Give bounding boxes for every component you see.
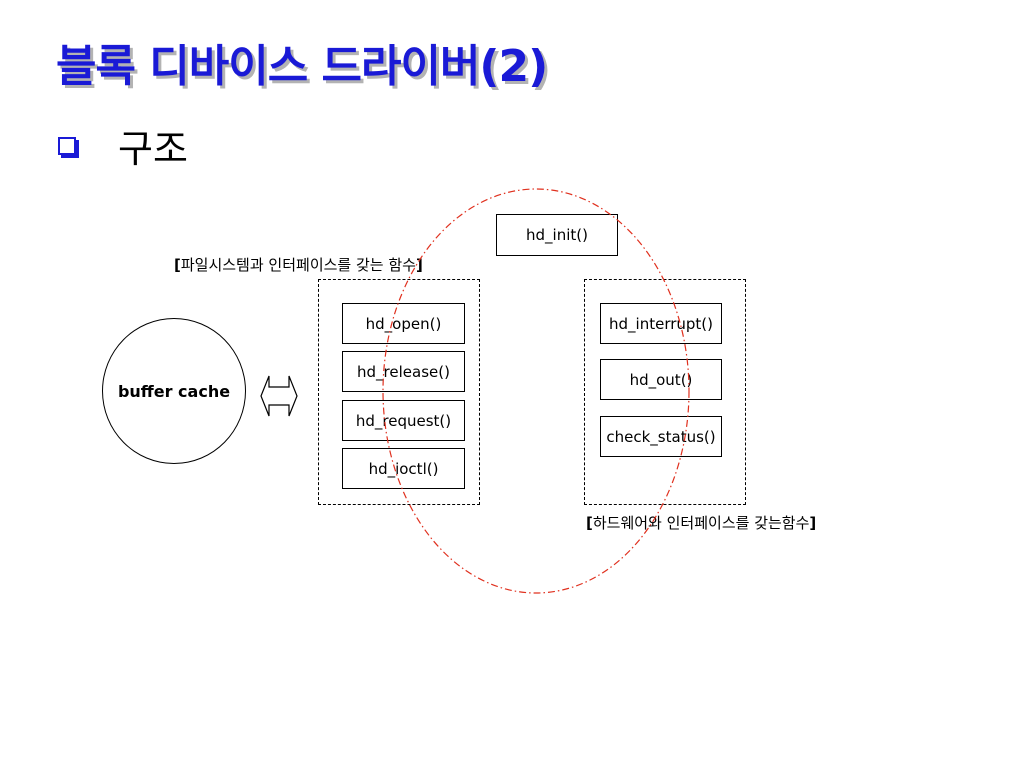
bidirectional-arrow-icon	[260, 375, 298, 417]
fn-hd-ioctl: hd_ioctl()	[342, 448, 465, 489]
fn-hd-request: hd_request()	[342, 400, 465, 441]
bullet-text: 구조	[118, 127, 188, 171]
fs-functions-group	[318, 279, 480, 505]
slide-title: 블록 디바이스 드라이버(2)	[56, 41, 548, 92]
fn-hd-out: hd_out()	[600, 359, 722, 400]
fn-check-status: check_status()	[600, 416, 722, 457]
fn-hd-interrupt: hd_interrupt()	[600, 303, 722, 344]
fn-hd-init: hd_init()	[496, 214, 618, 256]
hw-functions-group	[584, 279, 746, 505]
fs-interface-label: [파일시스템과 인터페이스를 갖는 함수]	[174, 256, 423, 274]
fn-hd-open: hd_open()	[342, 303, 465, 344]
buffer-cache-label: buffer cache	[117, 381, 231, 401]
hw-interface-label: [하드웨어와 인터페이스를 갖는함수]	[586, 514, 817, 532]
fn-hd-release: hd_release()	[342, 351, 465, 392]
buffer-cache-node: buffer cache	[102, 318, 246, 464]
checkbox-bullet-icon	[58, 137, 76, 155]
